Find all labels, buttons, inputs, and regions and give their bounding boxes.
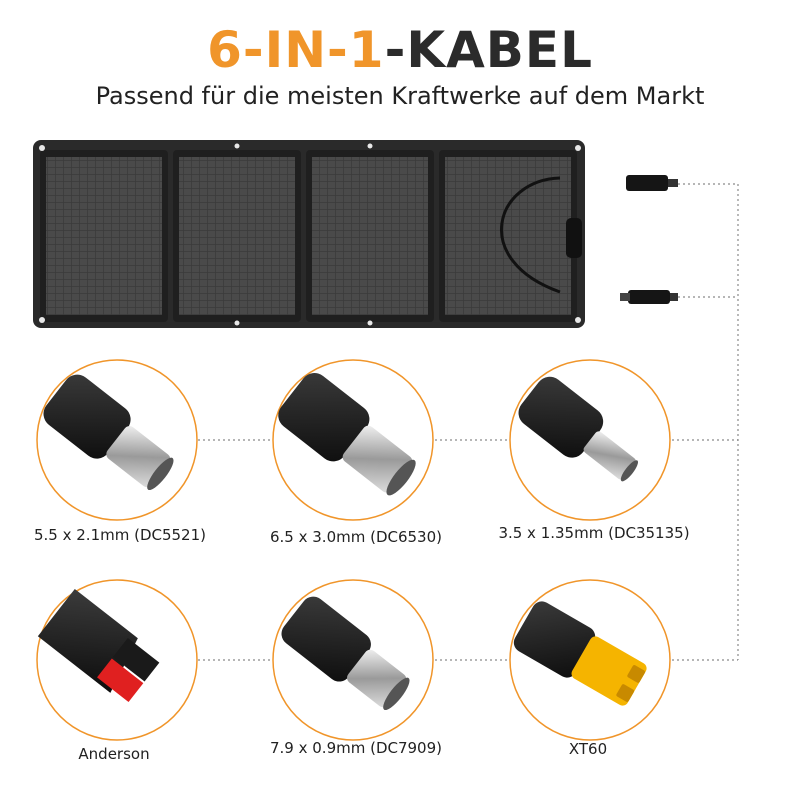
label-dc6530: 6.5 x 3.0mm (DC6530) bbox=[269, 528, 443, 546]
headline-accent: 6-IN-1 bbox=[207, 21, 385, 79]
label-dc7909: 7.9 x 0.9mm (DC7909) bbox=[269, 739, 443, 757]
connector-circle-dc5521 bbox=[36, 359, 198, 521]
solar-segment-2 bbox=[173, 150, 301, 322]
connector-circle-anderson bbox=[36, 579, 198, 741]
mc4-connector-female bbox=[626, 175, 678, 191]
connector-circle-dc35135 bbox=[509, 359, 671, 521]
label-xt60: XT60 bbox=[568, 740, 608, 758]
label-dc35135: 3.5 x 1.35mm (DC35135) bbox=[498, 524, 690, 542]
connector-circle-dc6530 bbox=[272, 359, 434, 521]
label-anderson: Anderson bbox=[78, 745, 150, 763]
headline: 6-IN-1-KABEL bbox=[0, 22, 800, 78]
connector-circle-xt60 bbox=[509, 579, 671, 741]
label-dc5521: 5.5 x 2.1mm (DC5521) bbox=[33, 526, 207, 544]
solar-segment-1 bbox=[40, 150, 168, 322]
subtitle: Passend für die meisten Kraftwerke auf d… bbox=[95, 82, 705, 110]
headline-rest: -KABEL bbox=[384, 21, 593, 79]
solar-segment-4 bbox=[439, 150, 577, 322]
solar-segment-3 bbox=[306, 150, 434, 322]
mc4-connector-male bbox=[620, 290, 678, 304]
connector-circle-dc7909 bbox=[272, 579, 434, 741]
connection-lines bbox=[198, 183, 739, 661]
solar-panel bbox=[33, 140, 585, 328]
